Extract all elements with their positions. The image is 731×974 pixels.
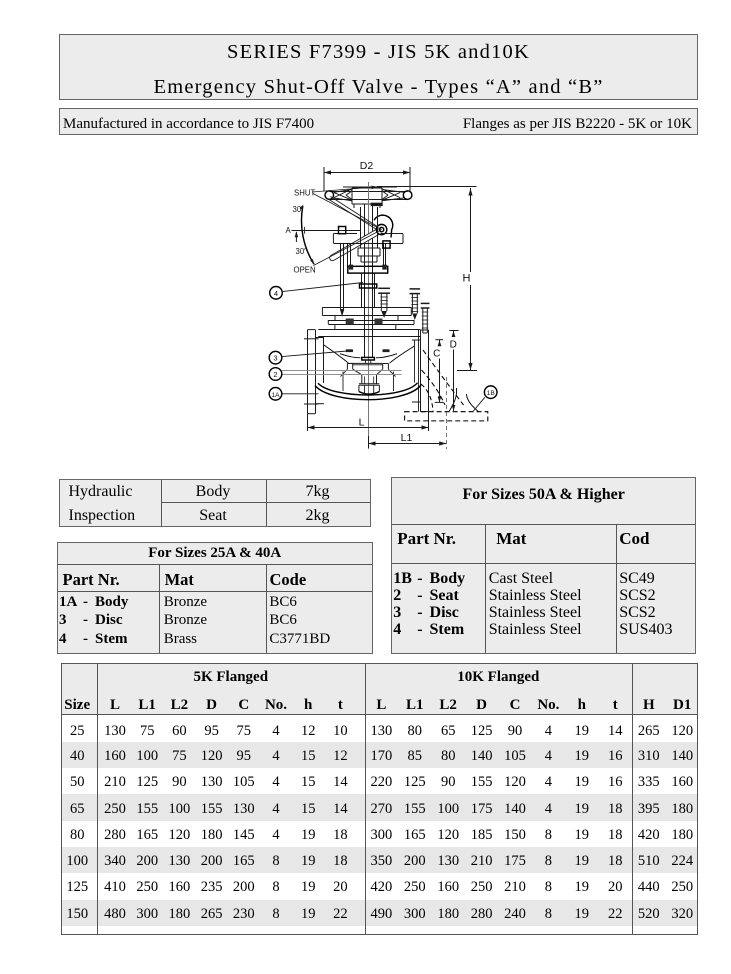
svg-text:30′: 30′ <box>296 247 307 256</box>
svg-text:1A: 1A <box>271 392 280 399</box>
svg-text:SHUT: SHUT <box>294 189 315 198</box>
svg-text:1B: 1B <box>487 390 496 397</box>
svg-text:OPEN: OPEN <box>294 265 316 274</box>
svg-text:4: 4 <box>274 289 278 298</box>
svg-text:30′: 30′ <box>293 205 304 214</box>
svg-text:3: 3 <box>273 354 277 363</box>
svg-text:A: A <box>286 226 292 235</box>
svg-text:H: H <box>463 273 471 285</box>
svg-text:L1: L1 <box>401 432 413 444</box>
svg-text:2: 2 <box>273 370 277 379</box>
svg-text:C: C <box>433 348 440 359</box>
svg-text:D: D <box>450 339 457 350</box>
svg-text:D2: D2 <box>360 160 374 172</box>
svg-text:L: L <box>359 416 365 428</box>
